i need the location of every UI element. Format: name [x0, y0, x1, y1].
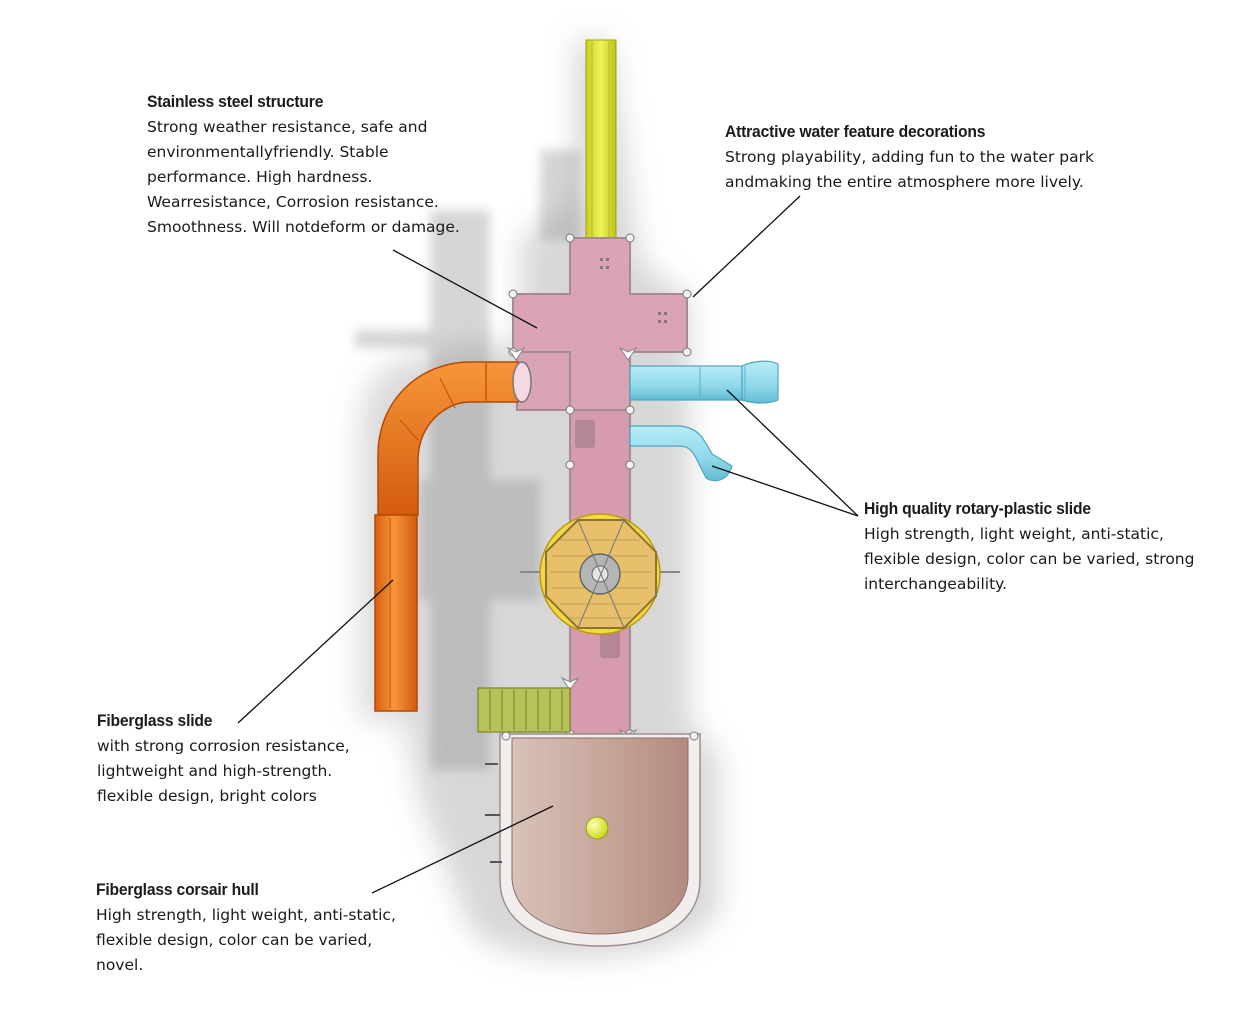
- callout-line: Smoothness. Will notdeform or damage.: [147, 218, 460, 236]
- leader-fiberglass: [237, 579, 394, 724]
- callout-title: Attractive water feature decorations: [725, 122, 986, 141]
- callout-stainless-steel: Stainless steel structure Strong weather…: [147, 92, 460, 240]
- callout-line: performance. High hardness.: [147, 168, 373, 186]
- blue-rotary-slides: [629, 360, 779, 482]
- callout-line: flexible design, color can be varied,: [96, 931, 373, 949]
- callout-line: interchangeability.: [864, 575, 1008, 593]
- green-stairs: [477, 687, 571, 733]
- callout-line: Wearresistance, Corrosion resistance.: [147, 193, 439, 211]
- callout-line: Strong playability, adding fun to the wa…: [725, 148, 1094, 166]
- callout-line: High strength, light weight, anti-static…: [96, 906, 396, 924]
- leader-rotary-b: [711, 465, 859, 517]
- callout-rotary-plastic-slide: High quality rotary-plastic slide High s…: [864, 499, 1194, 597]
- leader-water: [692, 195, 801, 298]
- octagon-hub: [520, 513, 680, 635]
- callout-line: flexible design, color can be varied, st…: [864, 550, 1195, 568]
- callout-corsair-hull: Fiberglass corsair hull High strength, l…: [96, 880, 396, 978]
- callout-line: andmaking the entire atmosphere more liv…: [725, 173, 1084, 191]
- corsair-hull: [485, 731, 701, 947]
- callout-line: environmentallyfriendly. Stable: [147, 143, 389, 161]
- callout-line: flexible design, bright colors: [97, 787, 317, 805]
- leader-lines: [237, 195, 859, 894]
- callout-line: Strong weather resistance, safe and: [147, 118, 428, 136]
- orange-fiberglass-slide: [374, 361, 532, 712]
- callout-line: High strength, light weight, anti-static…: [864, 525, 1164, 543]
- callout-line: with strong corrosion resistance,: [97, 737, 350, 755]
- leader-stainless: [392, 249, 538, 329]
- leader-hull: [371, 805, 554, 894]
- callout-line: novel.: [96, 956, 144, 974]
- callout-water-feature: Attractive water feature decorations Str…: [725, 122, 1094, 195]
- callout-title: Stainless steel structure: [147, 92, 324, 111]
- callout-line: lightweight and high-strength.: [97, 762, 333, 780]
- callout-title: Fiberglass corsair hull: [96, 880, 259, 899]
- ghost-shadow-structure: [355, 150, 580, 770]
- callout-fiberglass-slide: Fiberglass slide with strong corrosion r…: [97, 711, 350, 809]
- callout-title: Fiberglass slide: [97, 711, 213, 730]
- yellow-slide: [585, 39, 617, 246]
- leader-rotary-a: [726, 389, 859, 517]
- callout-title: High quality rotary-plastic slide: [864, 499, 1091, 518]
